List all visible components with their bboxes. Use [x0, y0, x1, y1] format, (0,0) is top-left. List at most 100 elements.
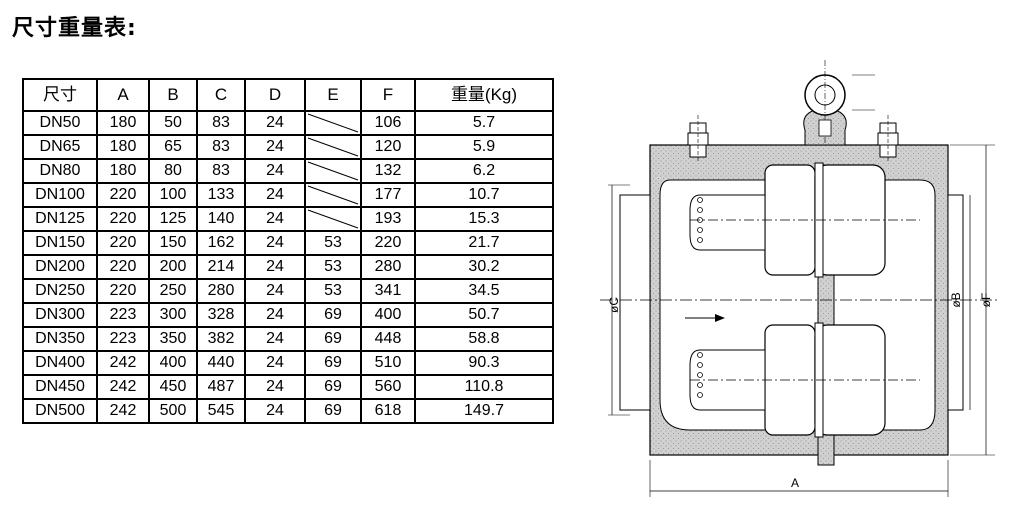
cell-e: 69 — [304, 398, 362, 424]
header-a: A — [96, 78, 150, 112]
cell-a: 223 — [96, 302, 150, 328]
cell-d: 24 — [244, 326, 306, 352]
cell-size: DN250 — [22, 278, 98, 304]
cell-b: 450 — [148, 374, 198, 400]
cell-size: DN125 — [22, 206, 98, 232]
cell-b: 50 — [148, 110, 198, 136]
cell-d: 24 — [244, 182, 306, 208]
cell-size: DN300 — [22, 302, 98, 328]
label-b: øB — [949, 292, 963, 307]
header-c: C — [196, 78, 246, 112]
cell-f: 193 — [360, 206, 416, 232]
cell-e — [304, 206, 362, 232]
cell-a: 220 — [96, 278, 150, 304]
cell-e — [304, 182, 362, 208]
cell-c: 382 — [196, 326, 246, 352]
dimension-f: øF — [950, 144, 995, 456]
cell-weight: 110.8 — [414, 374, 554, 400]
cell-a: 180 — [96, 110, 150, 136]
cell-d: 24 — [244, 374, 306, 400]
cell-weight: 21.7 — [414, 230, 554, 256]
cell-size: DN400 — [22, 350, 98, 376]
cell-b: 500 — [148, 398, 198, 424]
header-f: F — [360, 78, 416, 112]
header-d: D — [244, 78, 306, 112]
cell-e: 53 — [304, 230, 362, 256]
cell-d: 24 — [244, 110, 306, 136]
cell-f: 560 — [360, 374, 416, 400]
cell-f: 177 — [360, 182, 416, 208]
cell-c: 328 — [196, 302, 246, 328]
cell-e — [304, 158, 362, 184]
cell-size: DN50 — [22, 110, 98, 136]
cell-weight: 6.2 — [414, 158, 554, 184]
cell-c: 83 — [196, 110, 246, 136]
cell-size: DN500 — [22, 398, 98, 424]
cell-e: 69 — [304, 350, 362, 376]
bolt-right-icon — [877, 115, 899, 163]
cell-d: 24 — [244, 134, 306, 160]
flow-arrow-icon — [685, 314, 725, 322]
cell-f: 280 — [360, 254, 416, 280]
label-a: A — [791, 476, 799, 490]
cell-size: DN450 — [22, 374, 98, 400]
cell-a: 180 — [96, 134, 150, 160]
cell-f: 120 — [360, 134, 416, 160]
cell-c: 214 — [196, 254, 246, 280]
cell-f: 510 — [360, 350, 416, 376]
header-size: 尺寸 — [22, 78, 98, 112]
cell-weight: 50.7 — [414, 302, 554, 328]
cell-d: 24 — [244, 398, 306, 424]
cell-b: 80 — [148, 158, 198, 184]
cell-size: DN65 — [22, 134, 98, 160]
cell-f: 448 — [360, 326, 416, 352]
dimension-c: øC — [607, 184, 630, 416]
cell-weight: 10.7 — [414, 182, 554, 208]
cell-size: DN100 — [22, 182, 98, 208]
cell-b: 200 — [148, 254, 198, 280]
cell-e: 69 — [304, 326, 362, 352]
empty-diagonal-icon — [307, 113, 359, 133]
bolt-left-icon — [687, 115, 709, 163]
cell-a: 220 — [96, 230, 150, 256]
cell-e: 69 — [304, 374, 362, 400]
cell-weight: 30.2 — [414, 254, 554, 280]
cell-c: 440 — [196, 350, 246, 376]
header-b: B — [148, 78, 198, 112]
cell-c: 162 — [196, 230, 246, 256]
page-title: 尺寸重量表: — [12, 16, 137, 41]
cell-a: 242 — [96, 398, 150, 424]
dimension-b: øB — [949, 195, 971, 410]
cell-c: 140 — [196, 206, 246, 232]
empty-diagonal-icon — [307, 209, 359, 229]
empty-diagonal-icon — [307, 185, 359, 205]
cell-a: 180 — [96, 158, 150, 184]
cell-a: 220 — [96, 206, 150, 232]
cell-d: 24 — [244, 302, 306, 328]
header-weight: 重量(Kg) — [414, 78, 554, 112]
table-header-row: 尺寸 A B C D E F 重量(Kg) — [22, 78, 554, 112]
right-flange — [947, 194, 964, 411]
cell-c: 280 — [196, 278, 246, 304]
cell-e: 53 — [304, 254, 362, 280]
cell-a: 220 — [96, 254, 150, 280]
cell-e — [304, 110, 362, 136]
cell-b: 350 — [148, 326, 198, 352]
cell-c: 83 — [196, 158, 246, 184]
cell-f: 132 — [360, 158, 416, 184]
cell-weight: 90.3 — [414, 350, 554, 376]
cell-f: 220 — [360, 230, 416, 256]
cell-c: 83 — [196, 134, 246, 160]
cell-e: 53 — [304, 278, 362, 304]
cell-weight: 149.7 — [414, 398, 554, 424]
cell-a: 220 — [96, 182, 150, 208]
